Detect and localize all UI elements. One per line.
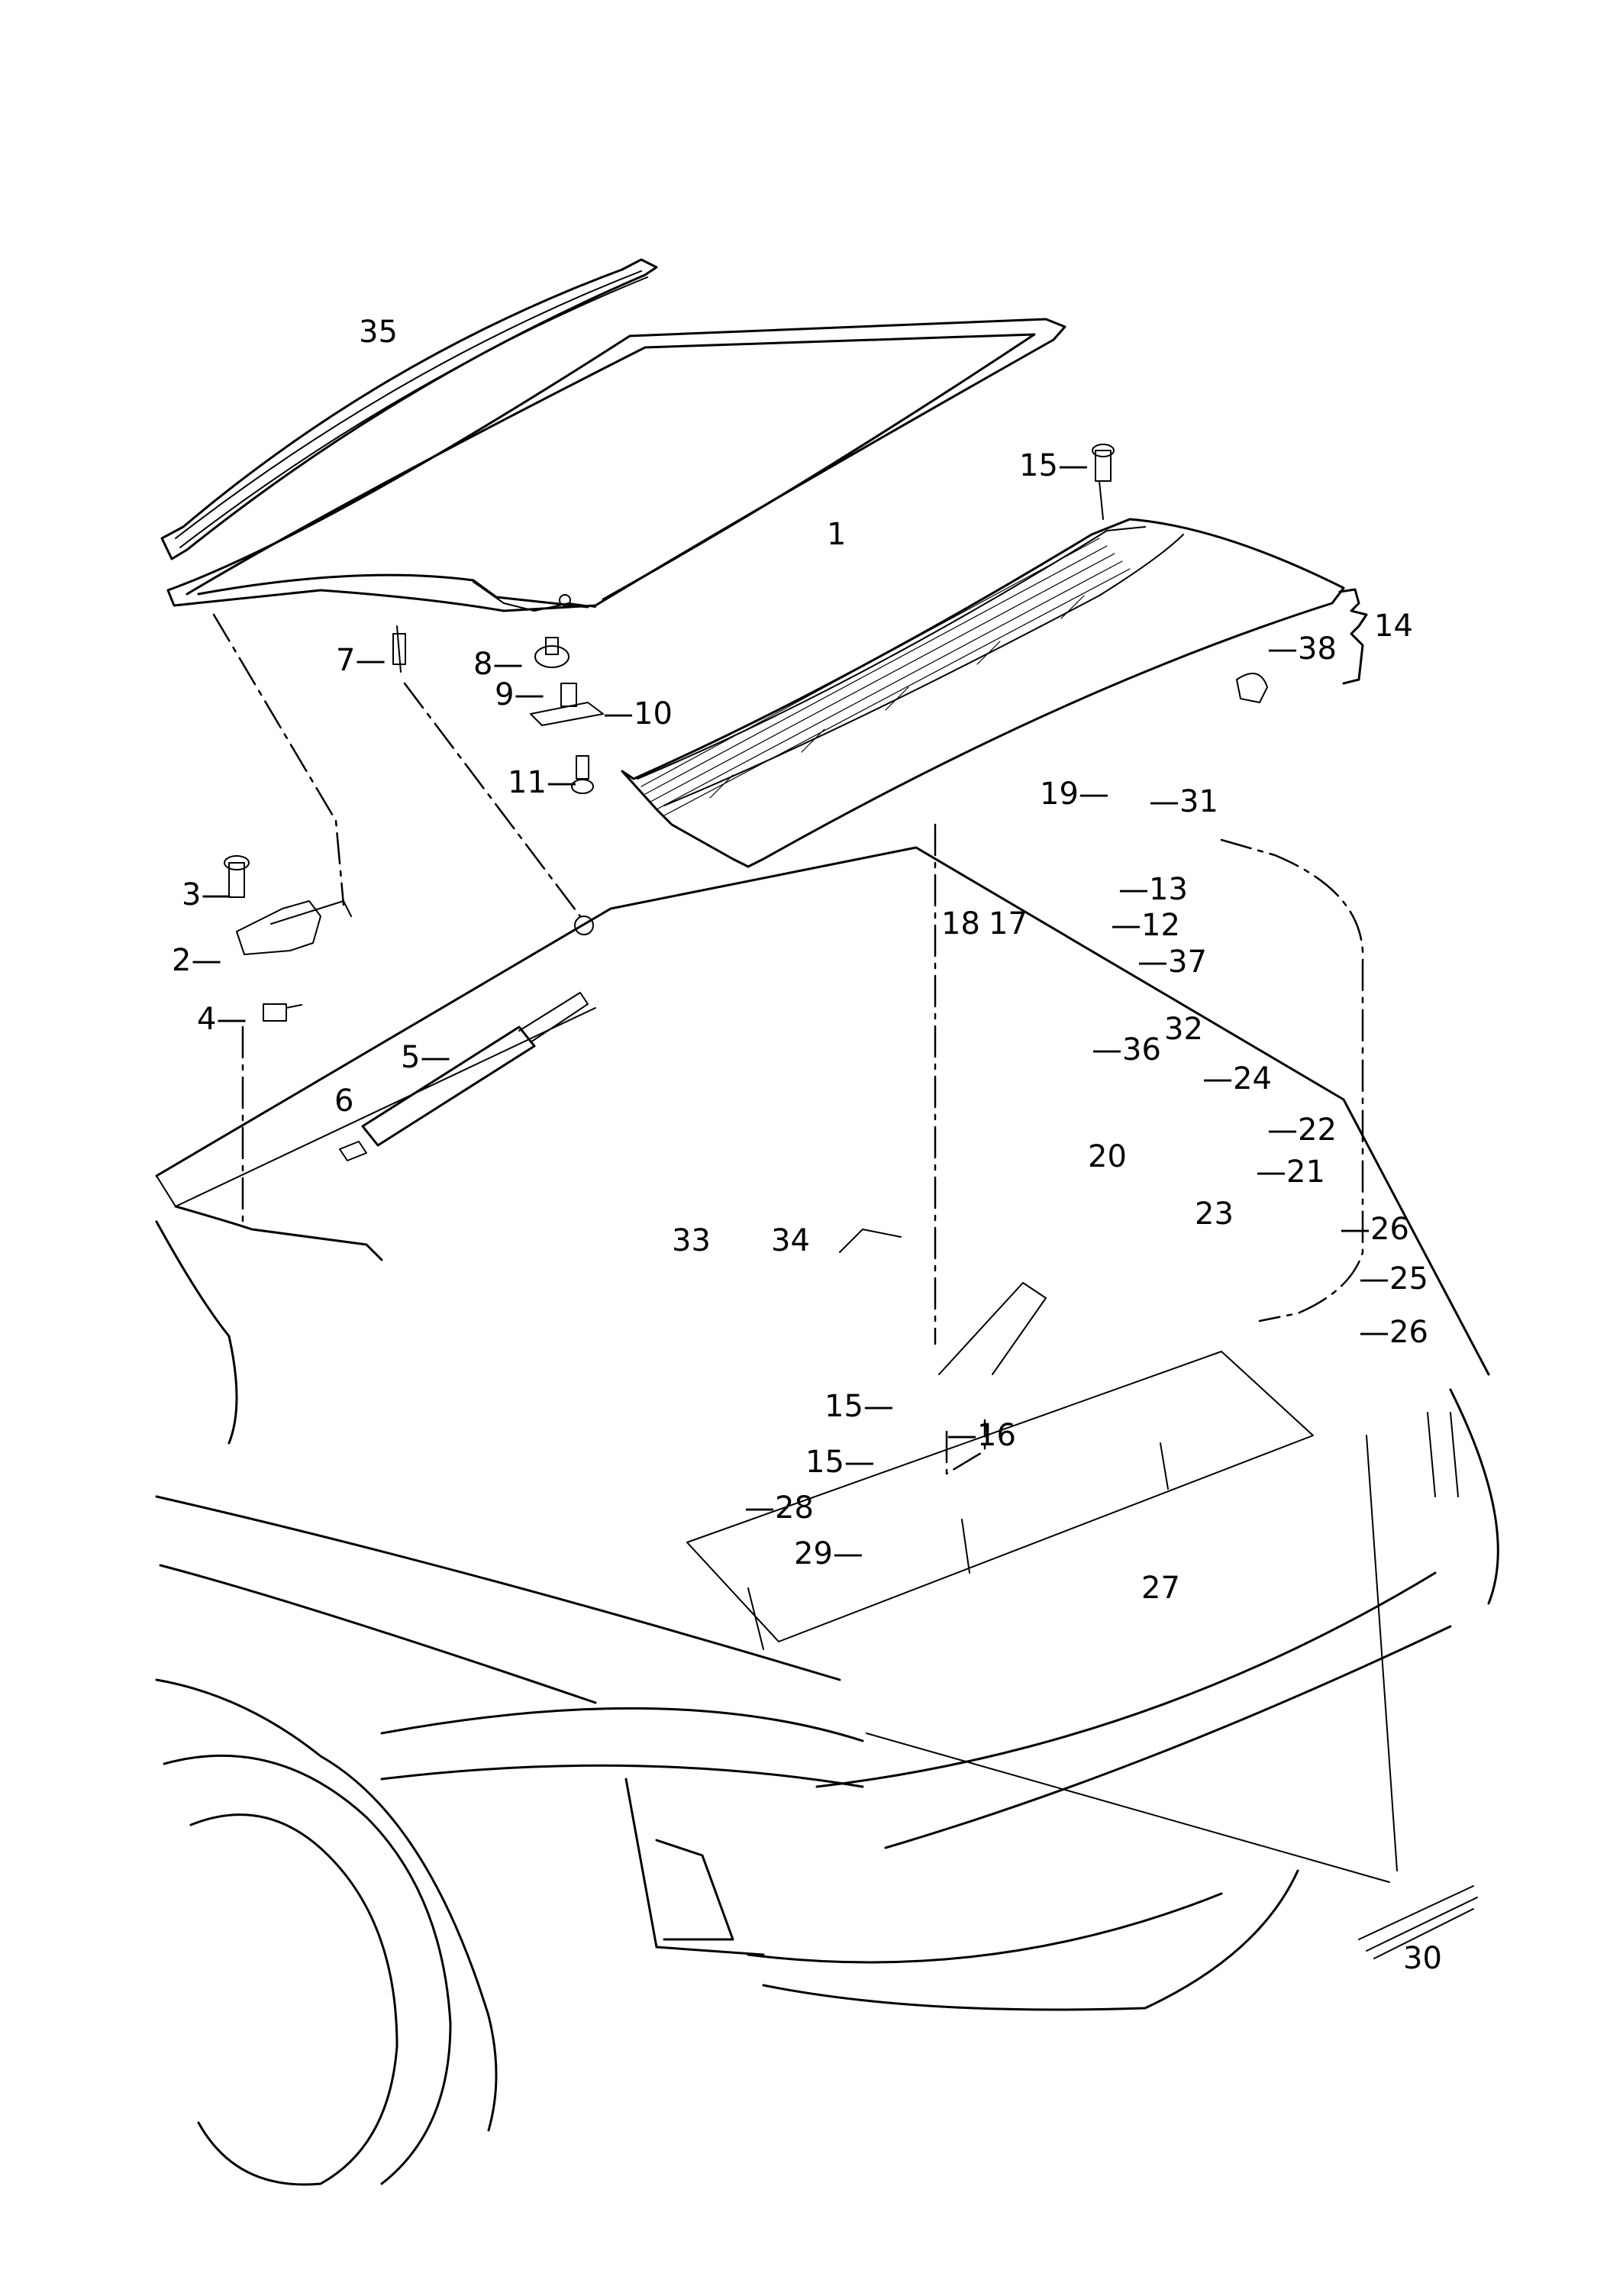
- callout-number: 10: [634, 696, 673, 731]
- callout-35: 35: [359, 317, 398, 347]
- callout-23: 23: [1195, 1199, 1234, 1229]
- callout-number: 25: [1389, 1261, 1428, 1297]
- callout-9: 9—: [495, 677, 545, 712]
- callout-number: 15: [824, 1389, 863, 1424]
- callout-number: 31: [1179, 784, 1218, 819]
- callout-number: 5: [401, 1040, 421, 1075]
- callout-number: 7: [336, 643, 356, 678]
- callout-number: 38: [1298, 631, 1337, 667]
- callout-number: 28: [775, 1490, 814, 1526]
- callout-26b: —26: [1359, 1315, 1428, 1350]
- callout-2: 2—: [172, 943, 222, 978]
- hood-seal-strip: [160, 258, 658, 560]
- callout-15c: 15—: [805, 1445, 875, 1480]
- callout-24: —24: [1202, 1061, 1272, 1096]
- callout-26a: —26: [1340, 1212, 1409, 1247]
- callout-15b: 15—: [824, 1389, 894, 1424]
- cable-ties: [866, 1435, 1478, 1959]
- hood: [166, 318, 1066, 612]
- callout-4: 4—: [197, 1002, 247, 1037]
- callout-number: 26: [1370, 1212, 1409, 1247]
- callout-29: 29—: [794, 1536, 863, 1571]
- callout-30: 30: [1403, 1943, 1442, 1974]
- callout-8: 8—: [473, 647, 524, 682]
- callout-number: 3: [182, 877, 202, 912]
- gas-strut: [339, 915, 594, 1161]
- callout-number: 8: [473, 647, 493, 682]
- callout-31: —31: [1149, 784, 1218, 819]
- callout-32: 32: [1164, 1014, 1203, 1045]
- callout-number: 17: [989, 906, 1028, 941]
- callout-number: 15: [805, 1445, 844, 1480]
- callout-3: 3—: [182, 877, 232, 912]
- callout-27: 27: [1141, 1573, 1180, 1603]
- hinge-assembly: [224, 855, 352, 1223]
- callout-number: 11: [508, 765, 547, 800]
- callout-number: 26: [1389, 1315, 1428, 1350]
- callout-number: 23: [1195, 1196, 1234, 1232]
- callout-19: 19—: [1040, 777, 1109, 812]
- callout-37: —37: [1137, 945, 1207, 980]
- callout-5: 5—: [401, 1040, 451, 1075]
- callout-16: —16: [947, 1418, 1016, 1453]
- callout-number: 18: [941, 906, 980, 941]
- callout-number: 14: [1374, 609, 1413, 644]
- callout-38: —38: [1267, 631, 1337, 667]
- callout-17: 17: [989, 909, 1028, 939]
- callout-25: —25: [1359, 1261, 1428, 1297]
- callout-number: 29: [794, 1536, 833, 1571]
- callout-20: 20: [1088, 1142, 1127, 1172]
- callout-number: 33: [672, 1223, 711, 1258]
- callout-number: 19: [1040, 777, 1079, 812]
- callout-number: 32: [1164, 1012, 1203, 1047]
- callout-number: 13: [1149, 872, 1188, 907]
- callout-number: 37: [1168, 945, 1207, 980]
- callout-number: 21: [1286, 1154, 1325, 1190]
- callout-10: —10: [603, 696, 673, 731]
- callout-28: —28: [744, 1490, 814, 1526]
- callout-33: 33: [672, 1226, 711, 1256]
- callout-number: 6: [334, 1083, 354, 1119]
- callout-6: 6: [334, 1086, 353, 1116]
- callout-34: 34: [771, 1226, 810, 1256]
- callout-number: 20: [1088, 1139, 1127, 1174]
- callout-11: 11—: [508, 765, 577, 800]
- grille-panel: [621, 518, 1368, 868]
- callout-number: 24: [1233, 1061, 1272, 1096]
- callout-1: 1: [827, 519, 846, 550]
- callout-21: —21: [1256, 1154, 1325, 1190]
- callout-7: 7—: [336, 643, 386, 678]
- callout-number: 35: [359, 315, 398, 350]
- callout-22: —22: [1267, 1112, 1337, 1148]
- car-body: [155, 846, 1499, 2186]
- callout-18: 18: [941, 909, 980, 939]
- callout-number: 9: [495, 677, 515, 712]
- callout-number: 1: [827, 517, 847, 552]
- callout-number: 4: [197, 1002, 217, 1037]
- callout-number: 34: [771, 1223, 810, 1258]
- callout-number: 27: [1141, 1571, 1180, 1606]
- callout-number: 30: [1403, 1941, 1442, 1976]
- callout-number: 22: [1298, 1112, 1337, 1148]
- callout-number: 36: [1122, 1032, 1161, 1067]
- callout-14: 14: [1374, 611, 1413, 641]
- fasteners-top: [392, 444, 1268, 794]
- callout-number: 2: [172, 943, 192, 978]
- callout-36: —36: [1092, 1032, 1161, 1067]
- callout-12: —12: [1111, 908, 1180, 943]
- callout-number: 16: [977, 1418, 1016, 1453]
- callout-number: 15: [1019, 448, 1058, 483]
- callout-number: 12: [1141, 908, 1180, 943]
- callout-13: —13: [1118, 872, 1188, 907]
- callout-15a: 15—: [1019, 448, 1089, 483]
